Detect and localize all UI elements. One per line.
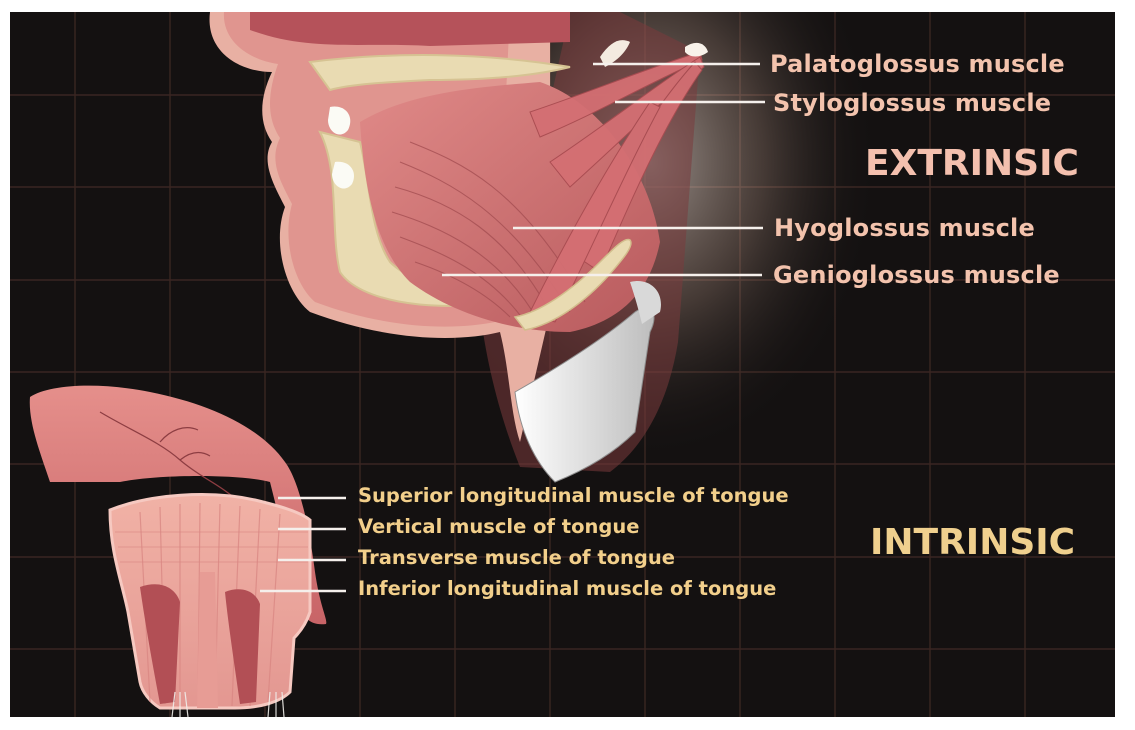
label-superior-longitudinal: Superior longitudinal muscle of tongue	[358, 484, 789, 507]
label-inferior-longitudinal: Inferior longitudinal muscle of tongue	[358, 577, 776, 600]
label-palatoglossus: Palatoglossus muscle	[770, 50, 1065, 78]
label-styloglossus: Styloglossus muscle	[773, 89, 1051, 117]
diagram-canvas: Palatoglossus muscle Styloglossus muscle…	[10, 12, 1115, 717]
heading-extrinsic: EXTRINSIC	[865, 143, 1079, 184]
label-vertical: Vertical muscle of tongue	[358, 515, 639, 538]
label-genioglossus: Genioglossus muscle	[773, 261, 1060, 289]
tongue-section	[30, 386, 327, 717]
head-section	[210, 12, 708, 482]
label-hyoglossus: Hyoglossus muscle	[774, 214, 1035, 242]
heading-intrinsic: INTRINSIC	[870, 522, 1075, 563]
label-transverse: Transverse muscle of tongue	[358, 546, 675, 569]
anatomy-illustration	[10, 12, 1115, 717]
